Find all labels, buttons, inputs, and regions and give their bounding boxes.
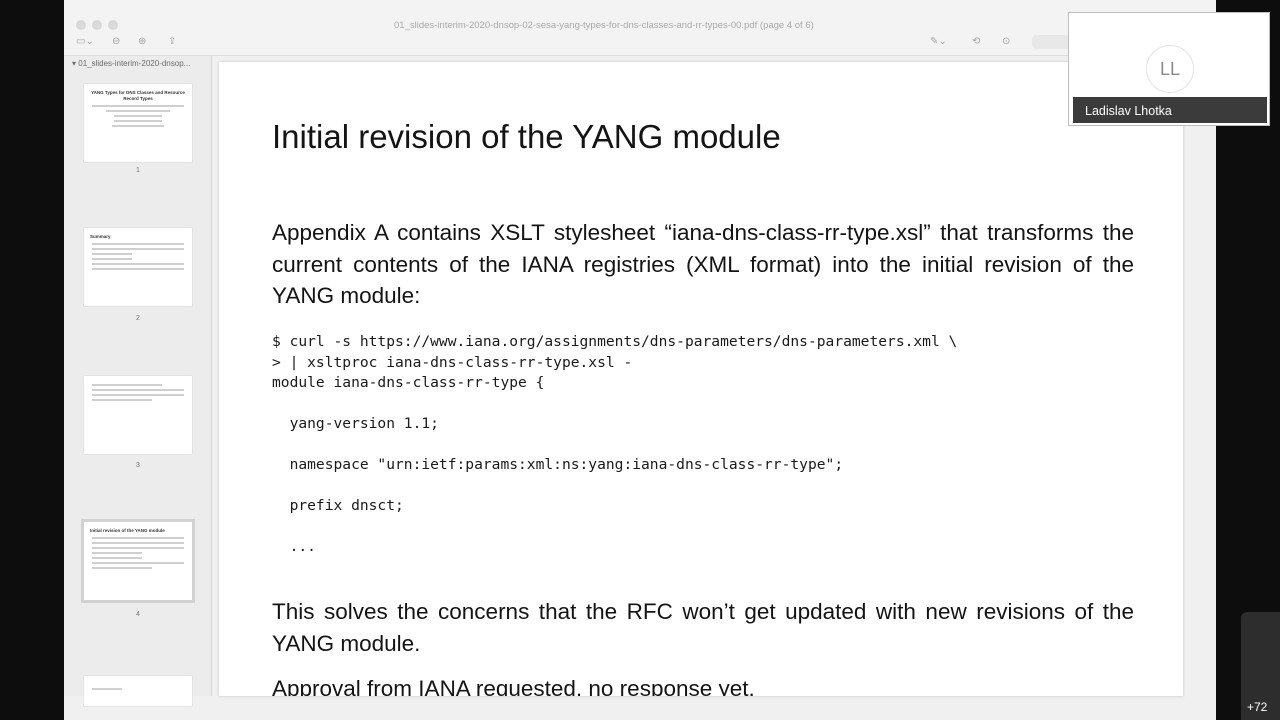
code-line: > | xsltproc iana-dns-class-rr-type.xsl … bbox=[272, 353, 633, 371]
zoom-in-icon[interactable]: ⊕ bbox=[138, 36, 147, 47]
more-participants-count: +72 bbox=[1247, 700, 1268, 714]
page-thumbnail-3[interactable] bbox=[84, 376, 192, 454]
page-thumbnail-4[interactable]: Initial revision of the YANG module bbox=[84, 522, 192, 600]
code-line: module iana-dns-class-rr-type { bbox=[272, 374, 545, 391]
participant-name: Ladislav Lhotka bbox=[1085, 104, 1172, 118]
slide-paragraph-approval: Approval from IANA requested, no respons… bbox=[272, 676, 755, 696]
sidebar-header[interactable]: ▾ 01_slides-interim-2020-dnsop... bbox=[72, 59, 191, 68]
code-line bbox=[272, 517, 957, 538]
window-title: 01_slides-interim-2020-dnsop-02-sesa-yan… bbox=[394, 20, 814, 31]
slide-title: Initial revision of the YANG module bbox=[272, 118, 781, 155]
code-block: $ curl -s https://www.iana.org/assignmen… bbox=[272, 332, 957, 558]
zoom-out-icon[interactable]: ⊖ bbox=[112, 36, 121, 47]
thumbnail-sidebar: ▾ 01_slides-interim-2020-dnsop... YANG T… bbox=[64, 56, 212, 706]
code-line: namespace "urn:ietf:params:xml:ns:yang:i… bbox=[272, 456, 844, 473]
minimize-window-button[interactable] bbox=[92, 20, 102, 30]
rotate-icon[interactable]: ⟲ bbox=[972, 36, 981, 47]
code-line bbox=[272, 394, 957, 415]
slide-paragraph-appendix: Appendix A contains XSLT stylesheet “ian… bbox=[272, 220, 1134, 308]
annotate-icon[interactable]: ⊙ bbox=[1002, 36, 1011, 47]
code-line: ... bbox=[272, 538, 316, 555]
window-titlebar: 01_slides-interim-2020-dnsop-02-sesa-yan… bbox=[64, 0, 1216, 56]
page-number-3: 3 bbox=[136, 462, 140, 469]
markup-pen-icon[interactable]: ✎⌄ bbox=[930, 36, 947, 47]
code-line bbox=[272, 435, 957, 456]
page-number-1: 1 bbox=[136, 167, 140, 174]
page-number-2: 2 bbox=[136, 315, 140, 322]
close-window-button[interactable] bbox=[76, 20, 86, 30]
participant-name-bar: Ladislav Lhotka bbox=[1073, 97, 1267, 123]
page-thumbnail-5[interactable] bbox=[84, 676, 192, 706]
code-line: prefix dnsct; bbox=[272, 497, 404, 514]
page-thumbnail-1[interactable]: YANG Types for DNS Classes and Resource … bbox=[84, 84, 192, 162]
avatar: LL bbox=[1146, 45, 1194, 93]
sidebar-toggle-icon[interactable]: ▭⌄ bbox=[76, 36, 94, 47]
participant-video-tile[interactable]: LL Ladislav Lhotka bbox=[1068, 12, 1270, 126]
pdf-page: Initial revision of the YANG module Appe… bbox=[219, 62, 1183, 696]
share-icon[interactable]: ⇪ bbox=[168, 36, 177, 47]
page-number-4: 4 bbox=[136, 611, 140, 618]
more-participants-button[interactable]: +72 bbox=[1241, 612, 1280, 720]
page-thumbnail-2[interactable]: Summary bbox=[84, 228, 192, 306]
code-line: yang-version 1.1; bbox=[272, 415, 439, 432]
zoom-window-button[interactable] bbox=[108, 20, 118, 30]
slide-paragraph-concerns: This solves the concerns that the RFC wo… bbox=[272, 599, 1134, 656]
code-line: $ curl -s https://www.iana.org/assignmen… bbox=[272, 333, 958, 350]
screen-share: 01_slides-interim-2020-dnsop-02-sesa-yan… bbox=[64, 0, 1216, 720]
disclosure-triangle-icon[interactable]: ▾ bbox=[72, 59, 77, 68]
code-line bbox=[272, 476, 957, 497]
